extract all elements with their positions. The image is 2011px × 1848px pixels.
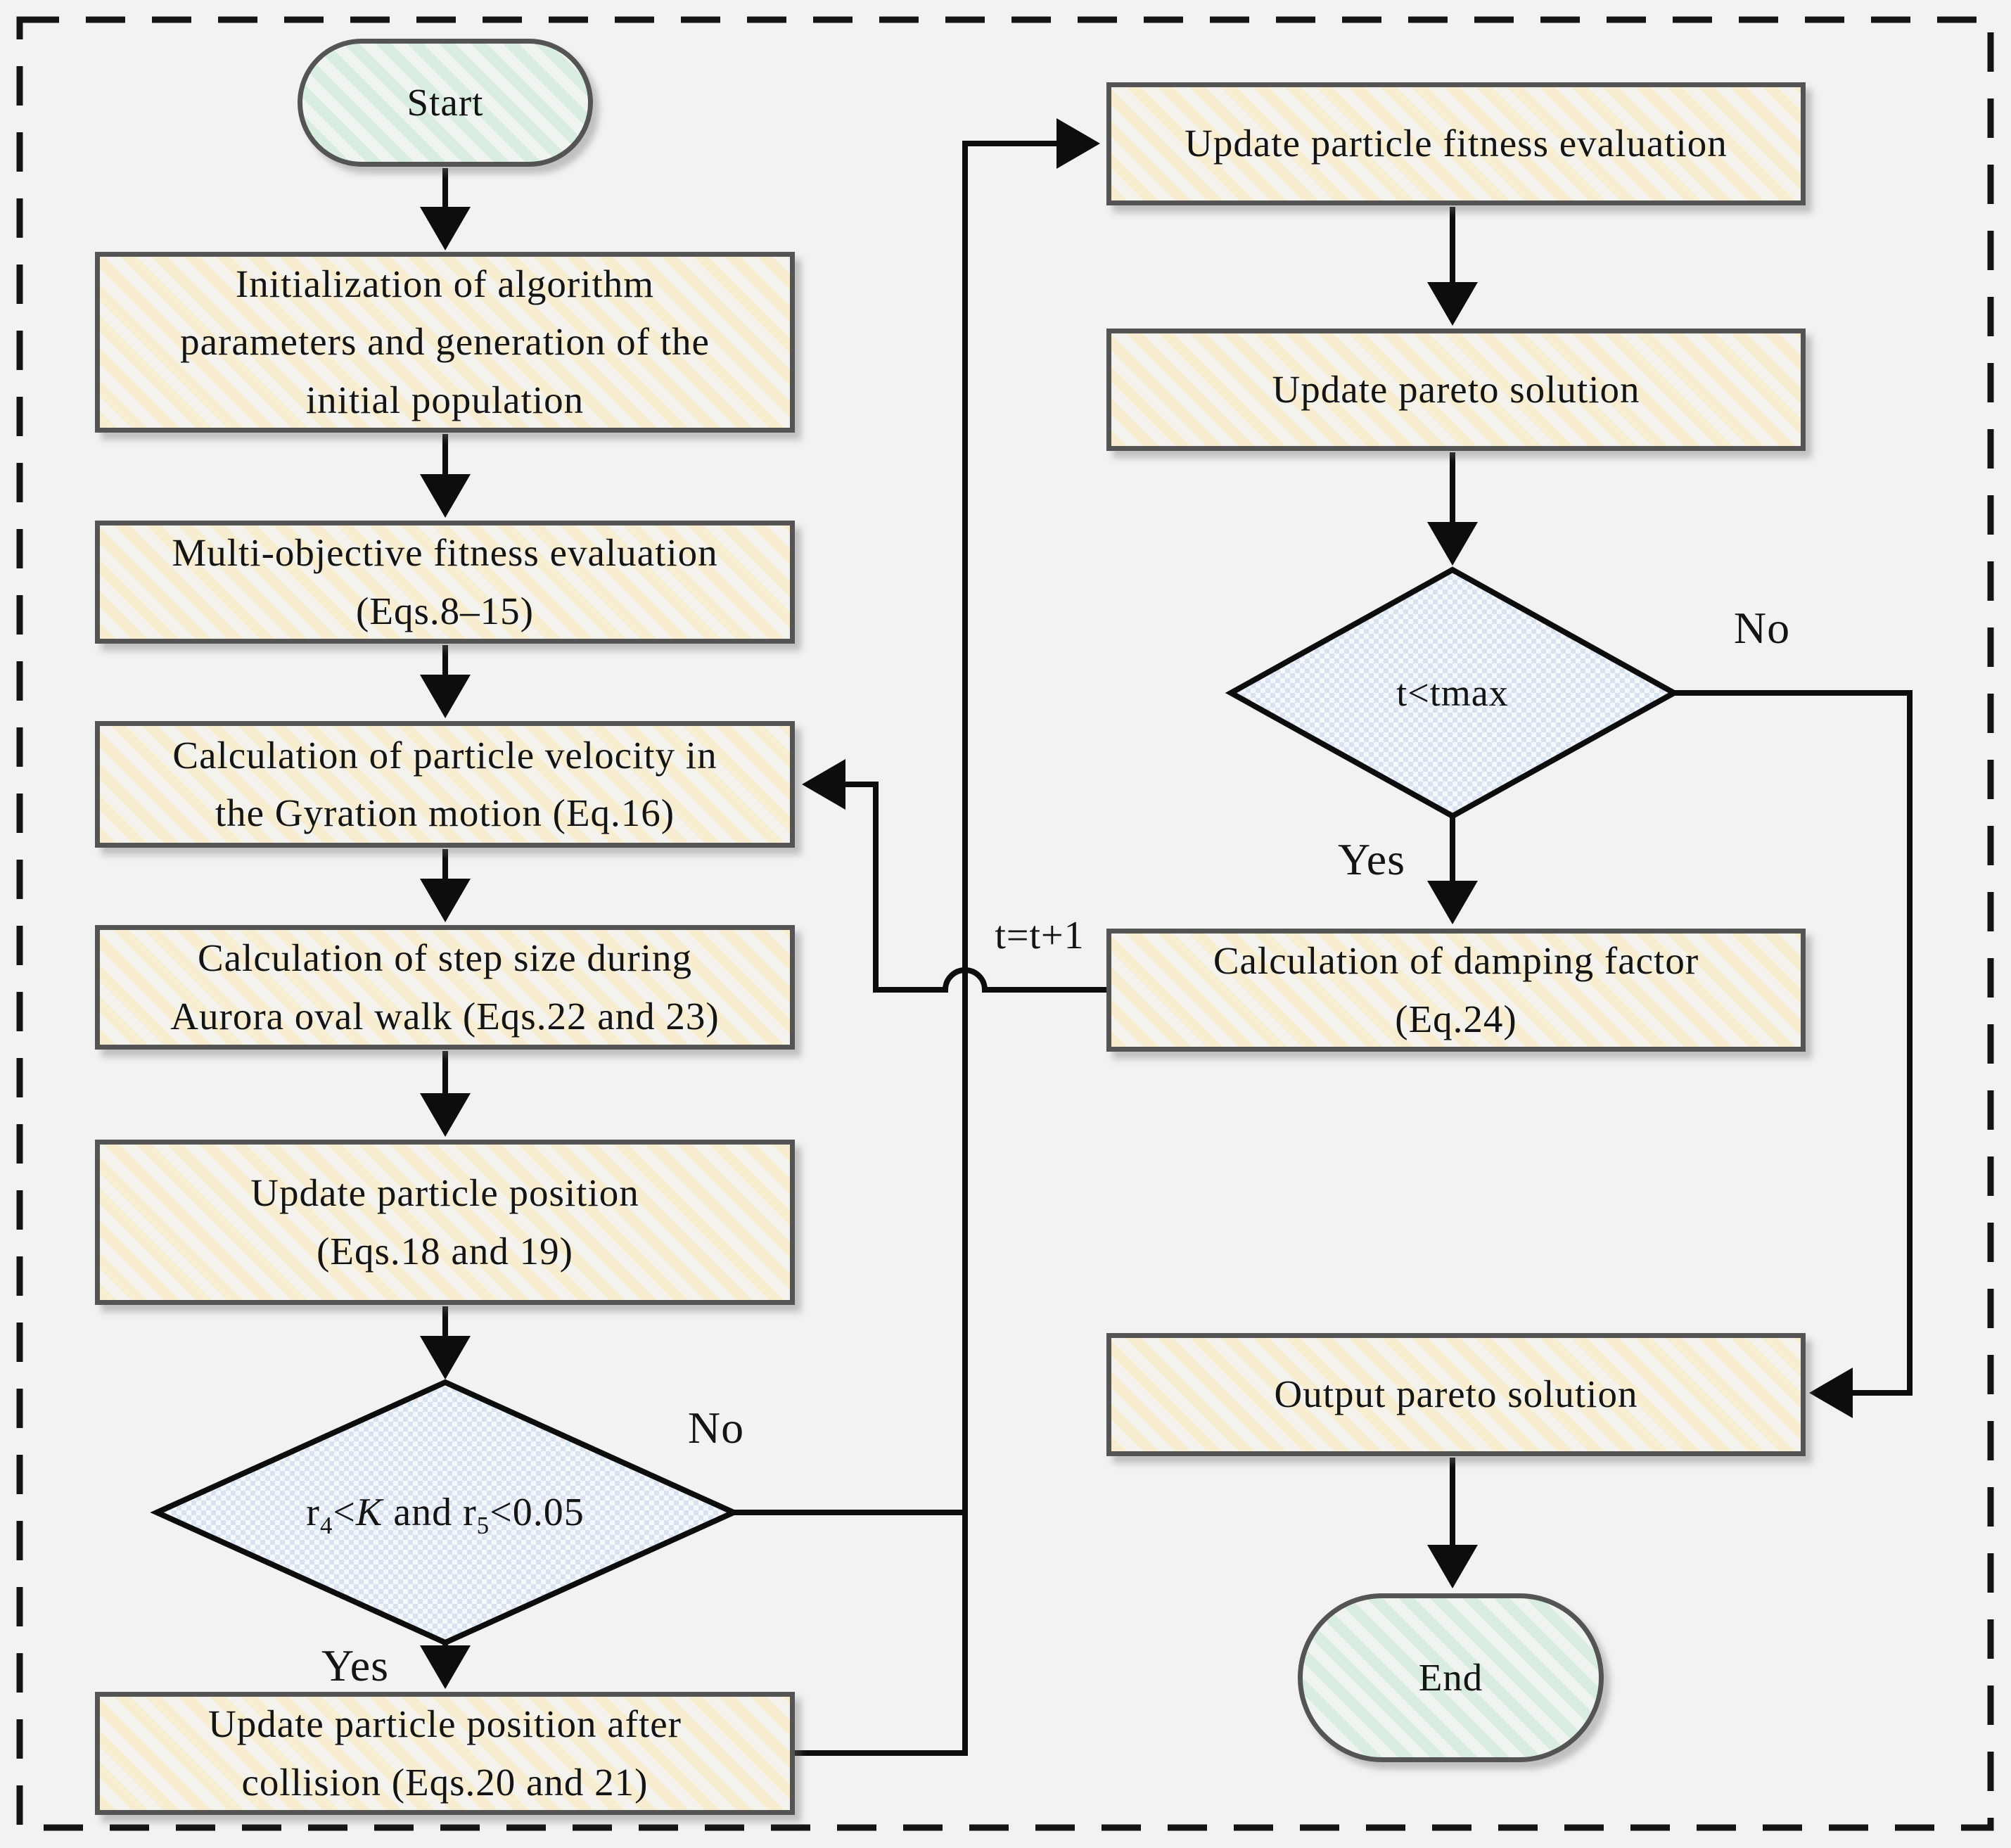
update-pareto-node: Update pareto solution <box>1106 329 1806 451</box>
dashed-border <box>16 16 1994 1831</box>
decision-collision-label: r4<K and r5<0.05 <box>306 1491 585 1540</box>
iteration-no-label: No <box>1733 603 1791 653</box>
particle-velocity-node: Calculation of particle velocity in the … <box>95 721 795 848</box>
start-node: Start <box>298 39 593 167</box>
end-node: End <box>1298 1593 1604 1762</box>
multi-objective-fitness-node: Multi-objective fitness evaluation (Eqs.… <box>95 521 795 644</box>
collision-update-node: Update particle position after collision… <box>95 1692 795 1815</box>
collision-no-label: No <box>687 1403 745 1453</box>
update-position-node: Update particle position (Eqs.18 and 19) <box>95 1140 795 1305</box>
decision-iteration-label: t<tmax <box>1396 672 1509 714</box>
output-pareto-node: Output pareto solution <box>1106 1333 1806 1456</box>
update-fitness-node: Update particle fitness evaluation <box>1106 82 1806 205</box>
init-node: Initialization of algorithm parameters a… <box>95 252 795 433</box>
collision-yes-label: Yes <box>321 1640 390 1690</box>
iteration-yes-label: Yes <box>1337 834 1406 884</box>
step-size-node: Calculation of step size during Aurora o… <box>95 925 795 1050</box>
damping-factor-node: Calculation of damping factor (Eq.24) <box>1106 929 1806 1052</box>
iteration-increment-label: t=t+1 <box>995 914 1085 957</box>
